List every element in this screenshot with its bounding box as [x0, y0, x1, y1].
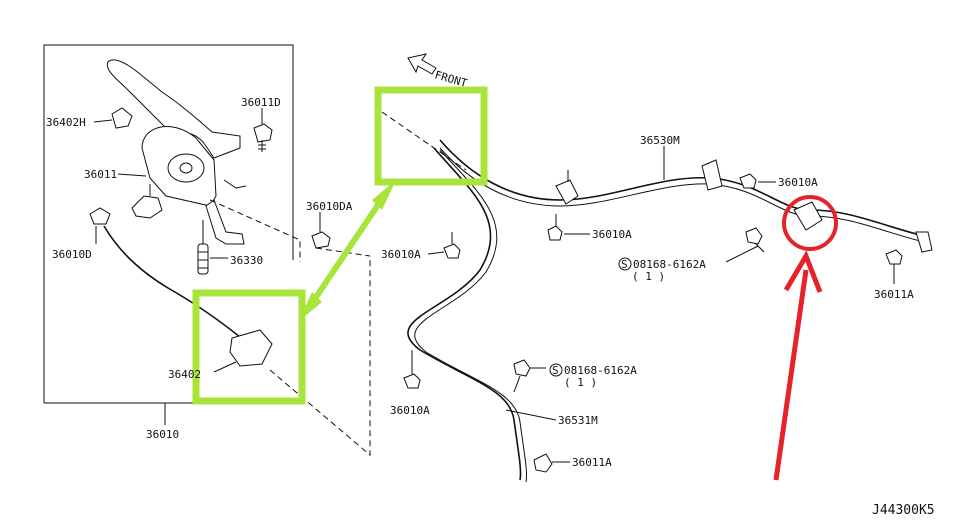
- leader-36010a-left: [427, 251, 445, 255]
- green-double-arrow: [298, 180, 396, 322]
- dashed-guide-4: [315, 247, 371, 257]
- leader-36531m: [505, 409, 557, 421]
- cable-bracket-1: [555, 179, 579, 205]
- label-08168-lower-group: S 08168-6162A ( 1 ): [549, 363, 637, 389]
- hand-brake-lever: [106, 59, 247, 245]
- cable-adjuster: [229, 329, 273, 367]
- front-arrow: [407, 53, 437, 75]
- bolt-36010a-top: [739, 173, 776, 189]
- rear-cable-36531m: [407, 147, 522, 481]
- label-36010d: 36010D: [52, 248, 92, 261]
- label-36011a-right: 36011A: [874, 288, 914, 301]
- rear-cable-36530m: [439, 139, 925, 237]
- bolt-08168-lower: [513, 359, 546, 393]
- front-cable: [103, 225, 247, 343]
- rear-cable-36530m-inner: [439, 147, 925, 243]
- cable-end-right: [915, 231, 933, 253]
- label-36530m: 36530M: [640, 134, 680, 147]
- bolt-36010a-left: [443, 232, 461, 259]
- label-36010a-mid: 36010A: [592, 228, 632, 241]
- label-36402h: 36402H: [46, 116, 86, 129]
- bolt-36010a-mid: [547, 214, 590, 241]
- red-pointer-arrow: [773, 250, 823, 481]
- leader-36402: [213, 361, 237, 373]
- label-36010a-left: 36010A: [381, 248, 421, 261]
- leader-36402h: [93, 119, 113, 123]
- bolt-36011a-right: [885, 249, 903, 284]
- bracket-36011: [131, 184, 163, 219]
- cable-bracket-3: [793, 201, 823, 231]
- rear-cable-36531m-inner: [414, 149, 527, 483]
- diagram-code: J44300K5: [872, 503, 935, 518]
- label-36531m: 36531M: [558, 414, 598, 427]
- label-08168-upper-qty: ( 1 ): [632, 270, 665, 283]
- bolt-08168-upper: [725, 227, 765, 263]
- bolt-36011a-bottom: [533, 453, 570, 473]
- symbol-s-upper: S: [621, 258, 628, 271]
- bolt-36011d: [253, 123, 273, 152]
- nut-36010da: [311, 212, 331, 249]
- spring-36330: [197, 220, 209, 275]
- label-36011a-bottom: 36011A: [572, 456, 612, 469]
- label-08168-lower: 08168-6162A: [564, 364, 637, 377]
- leader-36011: [117, 173, 147, 177]
- bolt-36010a-bottom: [403, 350, 421, 389]
- green-highlight-box-top: [374, 86, 488, 186]
- label-08168-upper: 08168-6162A: [633, 258, 706, 271]
- label-36330: 36330: [230, 254, 263, 267]
- green-highlight-box-bottom: [192, 289, 306, 405]
- label-36010a-top: 36010A: [778, 176, 818, 189]
- clamp-36010d: [89, 207, 111, 225]
- cable-bracket-2: [701, 159, 723, 191]
- label-36010a-bottom: 36010A: [390, 404, 430, 417]
- label-08168-upper-group: S 08168-6162A ( 1 ): [618, 257, 706, 283]
- dashed-guide-1: [209, 199, 301, 262]
- red-highlight-circle: [782, 195, 838, 251]
- label-08168-lower-qty: ( 1 ): [564, 376, 597, 389]
- label-36011: 36011: [84, 168, 117, 181]
- inset-frame: [43, 44, 294, 403]
- label-36011d: 36011D: [241, 96, 281, 109]
- label-36010: 36010: [146, 428, 179, 441]
- symbol-s-lower: S: [552, 364, 559, 377]
- clip-36402h: [111, 107, 133, 129]
- label-36402: 36402: [168, 368, 201, 381]
- label-36010da: 36010DA: [306, 200, 353, 213]
